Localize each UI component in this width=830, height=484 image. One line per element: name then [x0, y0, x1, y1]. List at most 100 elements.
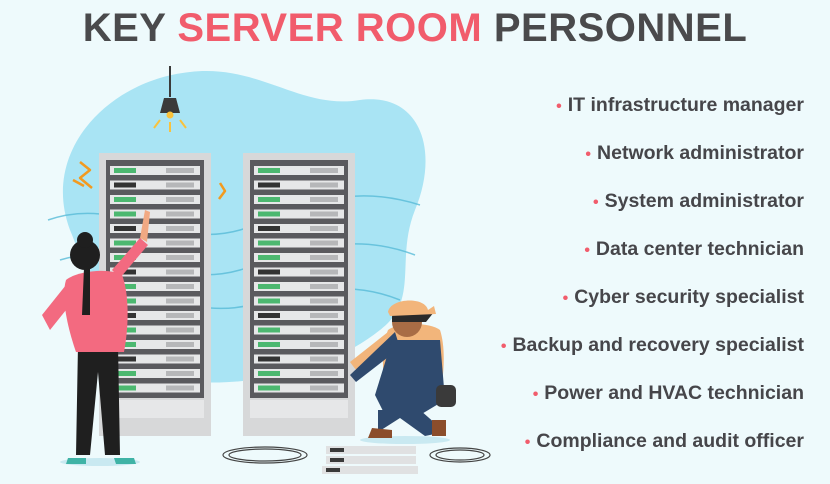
spark-icon — [72, 161, 227, 200]
role-label: IT infrastructure manager — [567, 94, 804, 116]
role-label: Backup and recovery specialist — [512, 334, 804, 356]
status-led-icon — [258, 197, 280, 202]
server-unit — [254, 325, 344, 335]
server-unit — [110, 282, 200, 291]
status-led-icon — [114, 385, 136, 391]
vent-grille — [310, 284, 338, 289]
vent-grille — [310, 313, 338, 318]
vent-grille — [310, 226, 338, 231]
server-unit — [110, 340, 200, 349]
man-technician — [350, 300, 456, 444]
server-unit — [110, 238, 200, 248]
role-item: • Backup and recovery specialist — [501, 332, 804, 380]
role-label: Cyber security specialist — [574, 286, 804, 308]
server-unit — [254, 267, 344, 277]
vent-grille — [166, 182, 194, 188]
vent-grille — [166, 385, 194, 391]
server-unit — [254, 383, 344, 393]
loose-server-units — [322, 446, 418, 474]
title-part-server-room: SERVER ROOM — [177, 6, 483, 50]
role-item: • IT infrastructure manager — [501, 92, 804, 140]
status-led-icon — [114, 182, 136, 188]
role-item: • Cyber security specialist — [501, 284, 804, 332]
vent-grille — [166, 298, 194, 304]
vent-grille — [310, 327, 338, 333]
bullet-icon: • — [524, 434, 531, 451]
status-led-icon — [258, 342, 280, 347]
role-item: • Power and HVAC technician — [501, 380, 804, 428]
status-led-icon — [114, 240, 136, 246]
role-label: Data center technician — [595, 238, 804, 260]
bullet-icon: • — [562, 290, 569, 307]
status-led-icon — [258, 226, 280, 231]
status-led-icon — [258, 211, 280, 217]
server-rack-right — [243, 153, 355, 436]
bullet-icon: • — [500, 338, 507, 355]
server-unit — [110, 267, 200, 277]
vent-grille — [310, 255, 338, 260]
server-unit — [254, 369, 344, 378]
role-item: •Compliance and audit officer — [501, 428, 804, 476]
role-label: System administrator — [604, 190, 804, 212]
server-unit — [254, 253, 344, 262]
server-unit — [254, 354, 344, 364]
vent-grille — [310, 240, 338, 246]
server-unit — [110, 325, 200, 335]
status-led-icon — [258, 385, 280, 391]
status-led-icon — [114, 168, 136, 173]
server-unit — [254, 224, 344, 233]
server-unit — [110, 195, 200, 204]
server-unit — [110, 224, 200, 233]
ceiling-lamp-icon — [153, 66, 187, 132]
vent-grille — [166, 269, 194, 275]
vent-grille — [166, 284, 194, 289]
vent-grille — [166, 327, 194, 333]
status-led-icon — [114, 371, 136, 376]
status-led-icon — [258, 168, 280, 173]
vent-grille — [166, 313, 194, 318]
vent-grille — [166, 356, 194, 362]
vent-grille — [166, 211, 194, 217]
bullet-icon: • — [556, 98, 562, 115]
vent-grille — [310, 385, 338, 391]
vent-grille — [310, 211, 338, 217]
server-unit — [110, 354, 200, 364]
status-led-icon — [258, 327, 280, 333]
server-unit — [110, 383, 200, 393]
server-unit — [110, 311, 200, 320]
status-led-icon — [258, 284, 280, 289]
vent-grille — [310, 371, 338, 376]
status-led-icon — [258, 356, 280, 362]
vent-grille — [166, 226, 194, 231]
server-unit — [254, 340, 344, 349]
role-item: •Data center technician — [501, 236, 804, 284]
status-led-icon — [114, 197, 136, 202]
floor-cable-coils — [222, 446, 491, 464]
server-unit — [254, 296, 344, 306]
vent-grille — [310, 182, 338, 188]
vent-grille — [166, 168, 194, 173]
server-unit — [110, 209, 200, 219]
bullet-icon: • — [532, 386, 539, 403]
status-led-icon — [258, 255, 280, 260]
vent-grille — [310, 356, 338, 362]
server-unit — [254, 238, 344, 248]
server-unit — [110, 253, 200, 262]
server-unit — [110, 166, 200, 175]
server-unit — [110, 296, 200, 306]
page-title: KEY SERVER ROOM PERSONNEL — [0, 6, 830, 51]
server-unit — [254, 166, 344, 175]
vent-grille — [310, 269, 338, 275]
roles-list: •IT infrastructure manager•Network admin… — [501, 92, 804, 476]
vent-grille — [166, 371, 194, 376]
server-unit — [254, 180, 344, 190]
vent-grille — [166, 342, 194, 347]
bullet-icon: • — [592, 194, 599, 211]
status-led-icon — [258, 269, 280, 275]
title-part-personnel: PERSONNEL — [493, 6, 748, 50]
vent-grille — [166, 240, 194, 246]
role-label: Power and HVAC technician — [544, 382, 804, 404]
status-led-icon — [258, 371, 280, 376]
vent-grille — [310, 342, 338, 347]
bullet-icon: • — [585, 146, 592, 163]
